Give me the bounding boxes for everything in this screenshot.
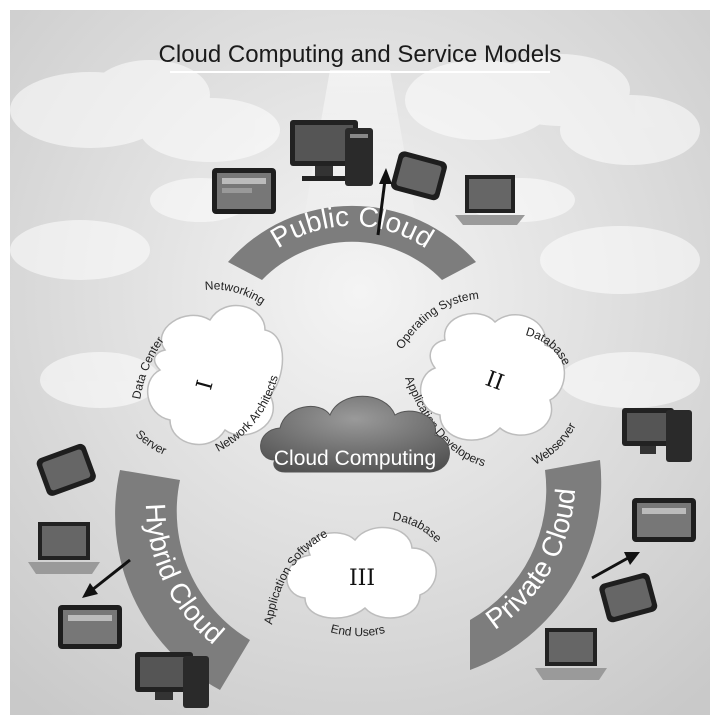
desktop-computer-icon bbox=[135, 652, 209, 708]
tablet-icon bbox=[599, 572, 658, 623]
laptop-icon bbox=[455, 175, 525, 225]
tablet-icon bbox=[36, 443, 96, 496]
laptop-icon bbox=[28, 522, 100, 574]
label-end-users: End Users bbox=[329, 621, 386, 639]
center-cloud: Cloud Computing bbox=[260, 395, 450, 473]
diagram-title: Cloud Computing and Service Models bbox=[159, 41, 562, 68]
tablet-icon bbox=[632, 498, 696, 542]
cloud-three-numeral: III bbox=[349, 566, 375, 591]
center-cloud-label: Cloud Computing bbox=[274, 447, 436, 470]
tablet-icon bbox=[58, 605, 122, 649]
cloud-one: I bbox=[146, 304, 284, 446]
arrow-icon bbox=[591, 552, 640, 580]
private-cloud-arc bbox=[470, 460, 602, 670]
cloud-two: II bbox=[419, 312, 566, 441]
public-cloud-arc bbox=[228, 205, 476, 280]
desktop-computer-icon bbox=[622, 408, 692, 462]
cloud-three: III bbox=[286, 526, 437, 619]
desktop-computer-icon bbox=[290, 120, 373, 186]
arrow-icon bbox=[376, 168, 392, 236]
tablet-icon bbox=[390, 151, 447, 201]
arrow-icon bbox=[82, 558, 131, 598]
tablet-icon bbox=[212, 168, 276, 214]
laptop-icon bbox=[535, 628, 607, 680]
hybrid-cloud-arc bbox=[115, 470, 251, 690]
